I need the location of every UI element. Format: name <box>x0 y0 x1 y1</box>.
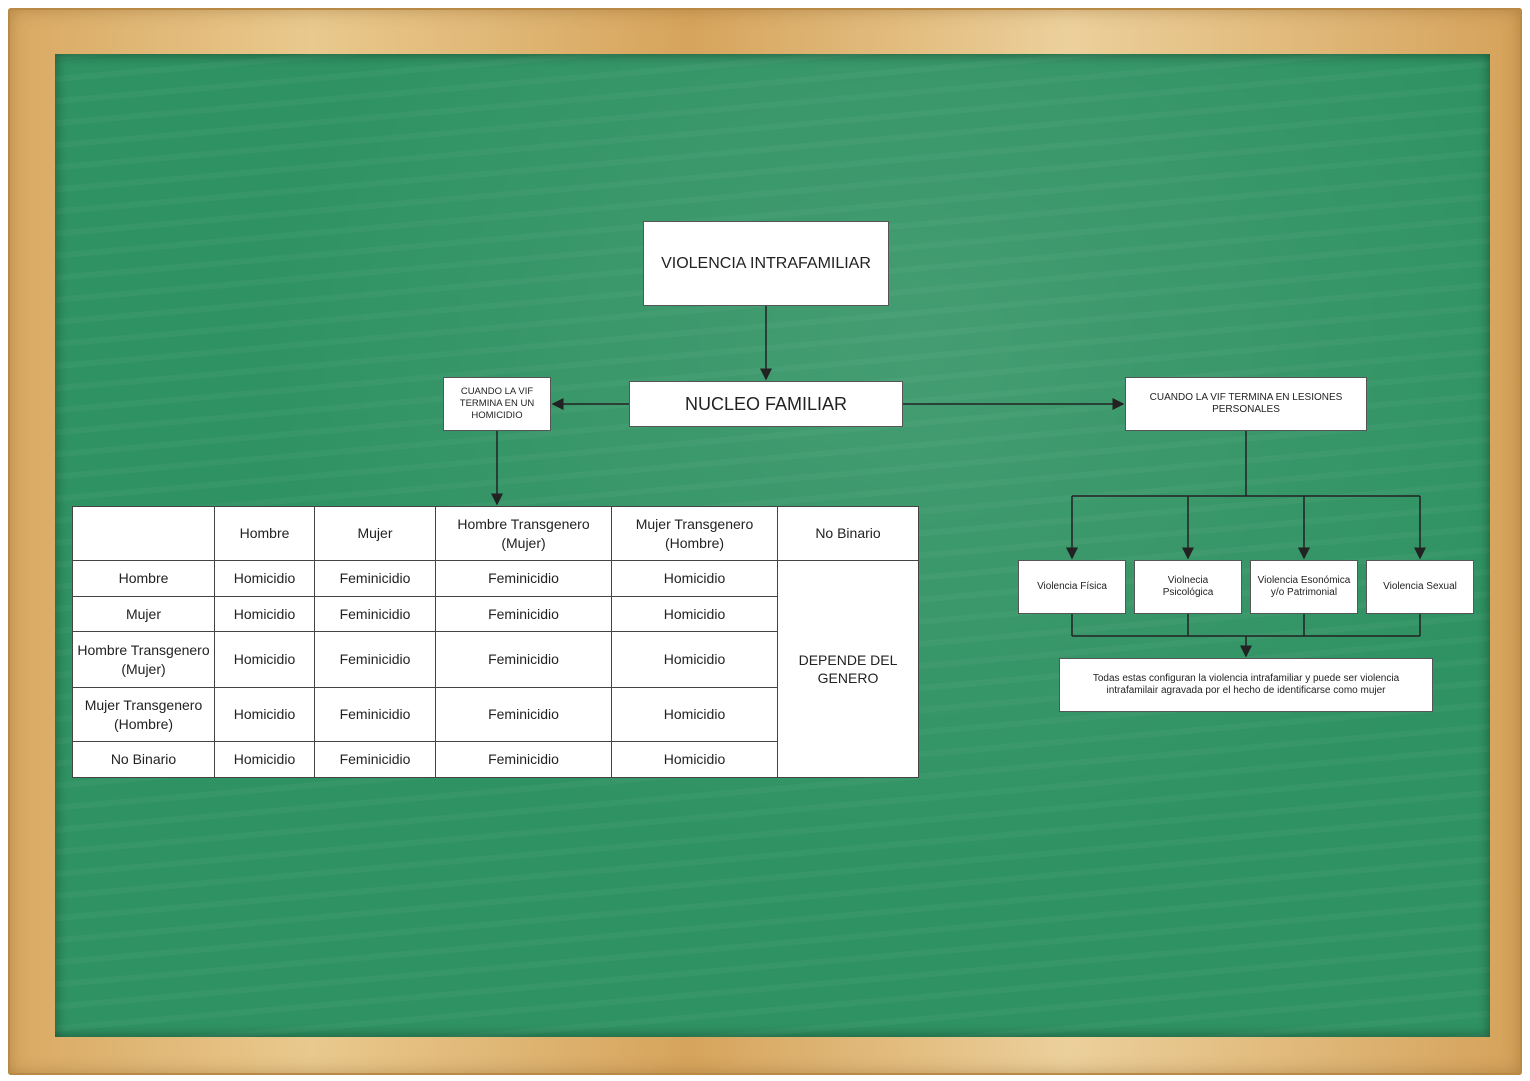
table-cell: Feminicidio <box>435 596 612 632</box>
table-header-cell: Hombre <box>214 506 315 561</box>
table-header-cell: Hombre Transgenero (Mujer) <box>435 506 612 561</box>
table-header-row: Hombre Mujer Hombre Transgenero (Mujer) … <box>72 506 919 561</box>
table-header-cell: Mujer <box>314 506 436 561</box>
table-header-cell: No Binario <box>777 506 919 561</box>
table-cell: Homicidio <box>611 596 778 632</box>
nucleo-familiar-box: NUCLEO FAMILIAR <box>629 381 903 427</box>
injuries-branch-text: CUANDO LA VIF TERMINA EN LESIONES PERSON… <box>1149 391 1343 416</box>
violence-type-label: Violencia Sexual <box>1383 580 1457 592</box>
violence-type-label: Violencia Esonómica y/o Patrimonial <box>1257 574 1351 599</box>
table-cell: Feminicidio <box>314 631 436 688</box>
violence-type-box: Violencia Física <box>1018 560 1126 614</box>
merged-cell: DEPENDE DEL GENERO <box>777 560 919 778</box>
table-cell: Feminicidio <box>435 560 612 597</box>
table-row: No Binario Homicidio Feminicidio Feminic… <box>72 741 919 778</box>
conclusion-text: Todas estas configuran la violencia intr… <box>1092 672 1400 697</box>
table-header-cell: Mujer Transgenero (Hombre) <box>611 506 778 561</box>
homicide-branch-text: CUANDO LA VIF TERMINA EN UN HOMICIDIO <box>459 386 535 421</box>
table-cell: Homicidio <box>214 741 315 778</box>
table-row: Hombre Homicidio Feminicidio Feminicidio… <box>72 560 919 778</box>
table-cell: Feminicidio <box>314 741 436 778</box>
nucleo-familiar-text: NUCLEO FAMILIAR <box>684 393 848 414</box>
violence-type-box: Violencia Esonómica y/o Patrimonial <box>1250 560 1358 614</box>
row-label: Mujer Transgenero (Hombre) <box>72 687 215 742</box>
violence-type-box: Violnecia Psicológica <box>1134 560 1242 614</box>
violence-type-label: Violnecia Psicológica <box>1162 574 1214 599</box>
homicide-branch-box: CUANDO LA VIF TERMINA EN UN HOMICIDIO <box>443 377 551 431</box>
table-cell: Homicidio <box>611 741 778 778</box>
table-row: Mujer Transgenero (Hombre) Homicidio Fem… <box>72 687 919 742</box>
table-cell: Feminicidio <box>314 560 436 597</box>
row-label: Mujer <box>72 596 215 632</box>
violence-type-label: Violencia Física <box>1037 580 1107 592</box>
row-label: No Binario <box>72 741 215 778</box>
table-row: Hombre Transgenero (Mujer) Homicidio Fem… <box>72 631 919 688</box>
table-cell: Homicidio <box>611 631 778 688</box>
table-cell: Feminicidio <box>435 741 612 778</box>
injuries-branch-box: CUANDO LA VIF TERMINA EN LESIONES PERSON… <box>1125 377 1367 431</box>
table-cell: Feminicidio <box>435 631 612 688</box>
table-cell: Feminicidio <box>314 687 436 742</box>
table-cell: Homicidio <box>214 631 315 688</box>
table-cell: Feminicidio <box>314 596 436 632</box>
table-cell: Homicidio <box>214 560 315 597</box>
gender-crime-table: Hombre Mujer Hombre Transgenero (Mujer) … <box>72 506 919 778</box>
conclusion-box: Todas estas configuran la violencia intr… <box>1059 658 1433 712</box>
table-cell: Homicidio <box>611 687 778 742</box>
title-box: VIOLENCIA INTRAFAMILIAR <box>643 221 889 306</box>
table-cell: Homicidio <box>214 596 315 632</box>
row-label: Hombre Transgenero (Mujer) <box>72 631 215 688</box>
table-cell: Homicidio <box>214 687 315 742</box>
table-cell: Homicidio <box>611 560 778 597</box>
row-label: Hombre <box>72 560 215 597</box>
violence-type-box: Violencia Sexual <box>1366 560 1474 614</box>
title-text: VIOLENCIA INTRAFAMILIAR <box>661 254 871 272</box>
table-cell: Feminicidio <box>435 687 612 742</box>
table-header-cell <box>72 506 215 561</box>
